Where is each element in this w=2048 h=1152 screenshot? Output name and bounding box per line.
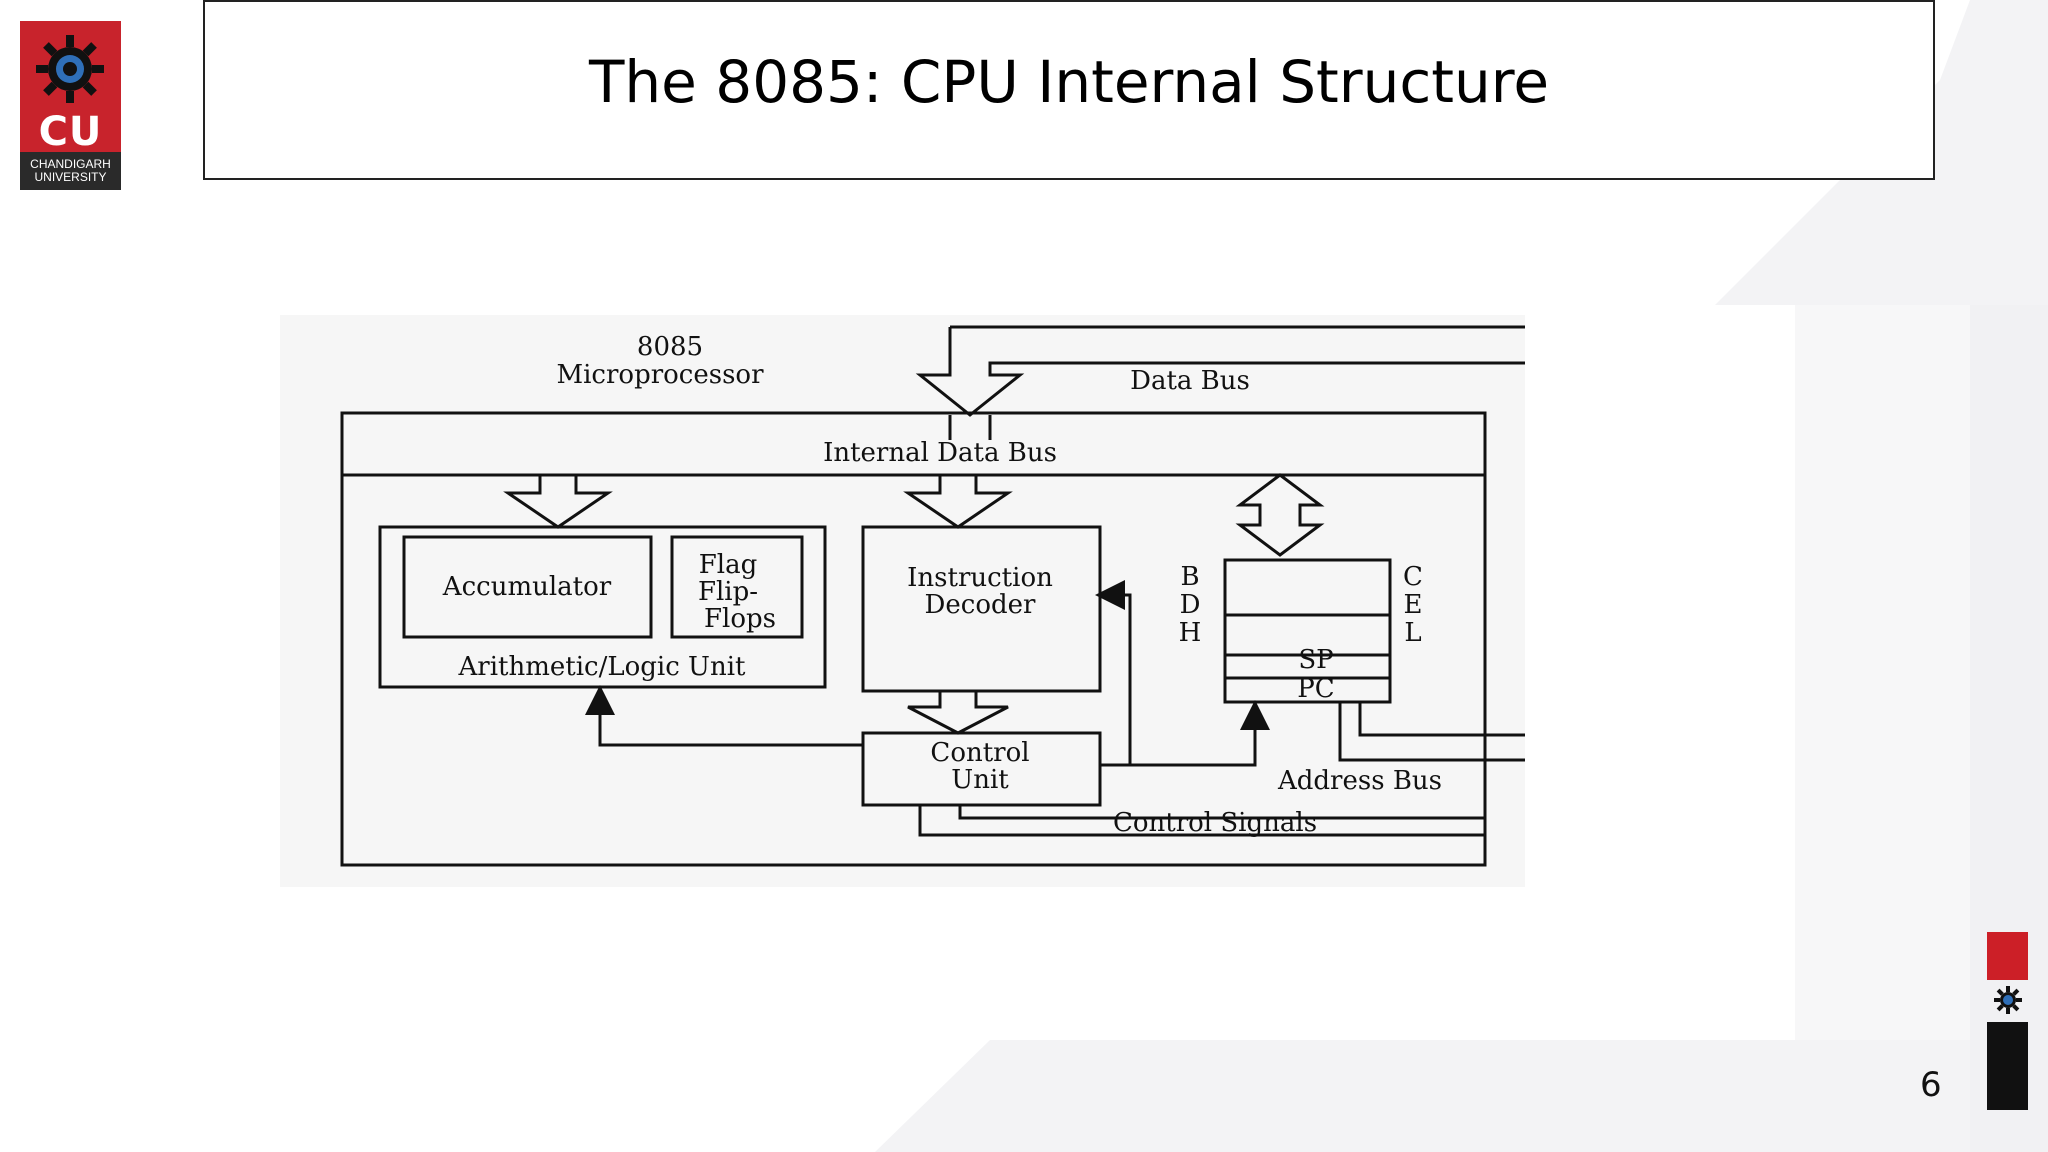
cpu-structure-diagram: 8085 Microprocessor Data Bus Internal Da… (280, 315, 1525, 887)
microprocessor-label-1: 8085 (637, 332, 703, 362)
register-d-label: D (1180, 590, 1201, 620)
sp-label: SP (1298, 645, 1333, 675)
internal-data-bus-label: Internal Data Bus (823, 438, 1057, 468)
pc-label: PC (1297, 674, 1334, 704)
control-signals-label: Control Signals (1113, 808, 1317, 838)
register-c-label: C (1403, 562, 1423, 592)
register-block (1223, 558, 1392, 704)
side-gear-icon (1987, 982, 2028, 1018)
register-e-label: E (1404, 590, 1423, 620)
register-bidirectional-arrow (1235, 473, 1325, 557)
alu-input-arrow (503, 475, 613, 529)
alu-label: Arithmetic/Logic Unit (458, 652, 747, 682)
logo-line-2: UNIVERSITY (34, 170, 107, 184)
logo-name-strip: CHANDIGARH UNIVERSITY (20, 152, 121, 190)
decoder-control-arrow (907, 691, 1009, 735)
page-number: 6 (1920, 1065, 1942, 1105)
address-bus-label: Address Bus (1277, 766, 1442, 796)
logo-line-1: CHANDIGARH (30, 157, 111, 171)
flag-label-1: Flag (699, 550, 758, 580)
flag-block (670, 535, 804, 639)
decoder-label-1: Instruction (907, 563, 1053, 593)
register-b-label: B (1180, 562, 1199, 592)
title-box: The 8085: CPU Internal Structure (203, 0, 1935, 180)
microprocessor-frame (340, 411, 1487, 867)
data-bus-arrow (915, 327, 1525, 417)
logo-abbreviation: CU (38, 109, 103, 155)
gear-emblem-icon (36, 35, 104, 103)
flag-label-3: Flops (704, 604, 776, 634)
data-bus-label: Data Bus (1130, 366, 1250, 396)
accumulator-label: Accumulator (442, 572, 612, 602)
side-red-bar (1987, 932, 2028, 980)
diagram-canvas: 8085 Microprocessor Data Bus Internal Da… (340, 325, 1525, 867)
decoder-label-2: Decoder (925, 590, 1036, 620)
flag-label-2: Flip- (698, 577, 758, 607)
slide-title: The 8085: CPU Internal Structure (588, 48, 1550, 116)
control-label-1: Control (930, 738, 1029, 768)
accumulator-block (402, 535, 653, 639)
side-black-bar (1987, 1022, 2028, 1110)
decoder-input-arrow (903, 475, 1013, 529)
register-h-label: H (1179, 618, 1202, 648)
control-unit-block (861, 731, 1102, 807)
control-label-2: Unit (951, 765, 1009, 795)
university-logo: CU CHANDIGARH UNIVERSITY (20, 21, 121, 190)
register-l-label: L (1404, 618, 1421, 648)
microprocessor-label-2: Microprocessor (556, 360, 764, 390)
